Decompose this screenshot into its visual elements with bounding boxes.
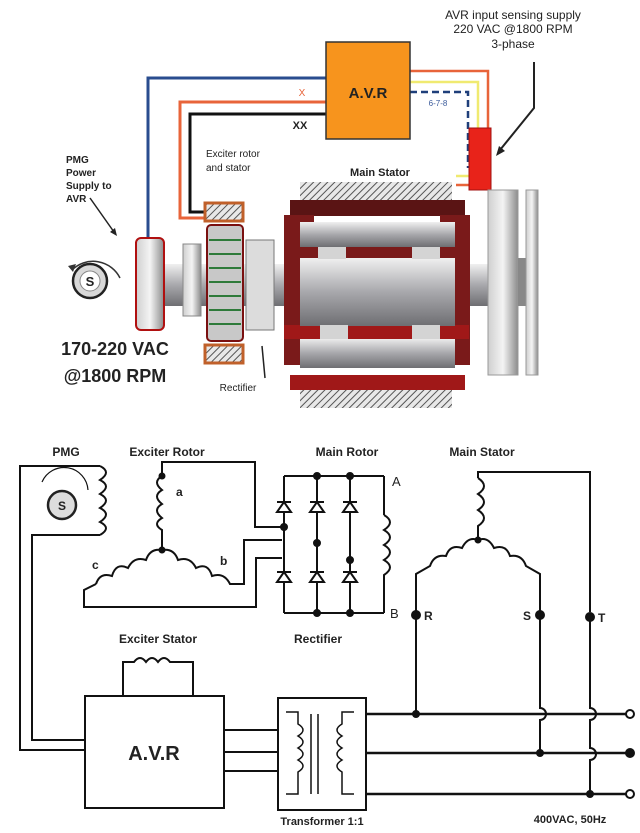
sensing-label-line1: AVR input sensing supply (445, 8, 581, 22)
main-stator-label: Main Stator (350, 167, 411, 179)
bottom-schematic: PMG Exciter Rotor Main Rotor Main Stator… (19, 445, 635, 828)
exciter-coil-c (95, 548, 163, 585)
t-label: T (598, 611, 606, 625)
pmg-arrow-head (110, 228, 117, 236)
pmg-voltage-line1: 170-220 VAC (61, 339, 169, 359)
node-a-label: A (392, 474, 401, 489)
pmg-rotation-symbol: S (68, 260, 121, 300)
transformer-symbol (286, 711, 354, 795)
sensing-label-line3: 3-phase (491, 37, 535, 51)
pmg-label: PMG (52, 445, 79, 459)
stator-dark-top (290, 200, 465, 216)
avr-label: A.V.R (349, 85, 388, 102)
phase-a-label: a (176, 485, 183, 499)
pmg-label-line1: PMG (66, 155, 89, 166)
avr-box[interactable] (325, 41, 411, 140)
r-label: R (424, 609, 433, 623)
main-rotor-label: Main Rotor (316, 445, 379, 459)
main-stator-hatch-bottom (300, 388, 452, 408)
blue-wire (146, 76, 326, 240)
output-terminal-3[interactable] (625, 789, 635, 799)
xx-label: XX (293, 120, 308, 132)
exciter-label-line2: and stator (206, 163, 251, 174)
phase-c-label: c (92, 558, 99, 572)
rectifier-ring (245, 239, 275, 331)
hub (182, 243, 202, 317)
pmg-coil (98, 465, 107, 536)
main-rotor-coil (382, 514, 391, 613)
exciter-a-wire (161, 461, 282, 528)
pmg-wire-inner (31, 534, 100, 741)
pole-top (300, 222, 455, 247)
main-rotor-body (300, 258, 455, 326)
pole-bottom (300, 338, 455, 368)
stator-coil-top (476, 477, 485, 540)
sensing-block (468, 127, 492, 191)
orange-wire-x (178, 100, 326, 220)
fan-blade-wide[interactable] (487, 189, 519, 376)
pmg-wire-outer (19, 465, 100, 751)
winding-bar-top (284, 247, 469, 259)
rectifier-label: Rectifier (294, 632, 342, 646)
exciter-stator-label: Exciter Stator (119, 632, 197, 646)
stator-t-wire-top (477, 471, 591, 612)
x-label: X (299, 88, 306, 99)
avr-label-schematic: A.V.R (128, 743, 180, 765)
exciter-rotor-label: Exciter Rotor (129, 445, 205, 459)
sensing-label-line2: 220 VAC @1800 RPM (453, 22, 572, 36)
winding-bar-bottom (284, 325, 469, 339)
rectifier-arrow (261, 345, 266, 379)
dashed-sense-wire (410, 90, 470, 168)
exciter-stator-coil (122, 657, 194, 696)
rectifier-bridge (275, 472, 384, 617)
terminals-label: 6-7-8 (429, 99, 448, 108)
main-stator-hatch-top (300, 182, 452, 202)
sensing-arrow-head (496, 146, 505, 156)
pmg-s-symbol: S (41, 466, 89, 521)
top-pictorial: A.V.R 6-7-8 AVR input sensing supply 220… (61, 8, 581, 408)
stator-coil-left (415, 538, 479, 612)
rectifier-label-top: Rectifier (220, 383, 257, 394)
node-b-label: B (390, 606, 399, 621)
exciter-c-wire (83, 557, 282, 608)
exciter-label-line1: Exciter rotor (206, 149, 261, 160)
pmg-label-line4: AVR (66, 194, 87, 205)
phase-b-label: b (220, 554, 227, 568)
black-wire-xx (188, 112, 326, 214)
stator-coil-right (477, 538, 541, 612)
s-label: S (523, 609, 531, 623)
stator-dark-bottom (290, 375, 465, 390)
svg-text:S: S (58, 499, 66, 513)
transformer-box[interactable] (277, 697, 367, 811)
exciter-stator-bottom (203, 343, 245, 365)
fan-disc (525, 189, 539, 376)
pmg-label-line3: Supply to (66, 181, 112, 192)
exciter-coil-b (161, 539, 282, 585)
transformer-label: Transformer 1:1 (280, 816, 363, 828)
pmg-voltage-line2: @1800 RPM (64, 366, 167, 386)
avr-box-schematic[interactable] (84, 695, 225, 809)
exciter-coil-a (156, 475, 164, 550)
output-terminal-1[interactable] (625, 709, 635, 719)
sensing-arrow (499, 62, 535, 151)
main-stator-label-bottom: Main Stator (449, 445, 515, 459)
pmg-disc[interactable] (135, 237, 165, 331)
exciter-stator-top (203, 201, 245, 223)
pmg-arrow (89, 197, 115, 233)
exciter-rotor (206, 224, 244, 342)
output-terminal-2[interactable] (625, 748, 635, 758)
pmg-label-line2: Power (66, 168, 96, 179)
fan-hub (518, 258, 526, 306)
output-rating: 400VAC, 50Hz (534, 814, 607, 826)
s-symbol: S (86, 274, 95, 289)
